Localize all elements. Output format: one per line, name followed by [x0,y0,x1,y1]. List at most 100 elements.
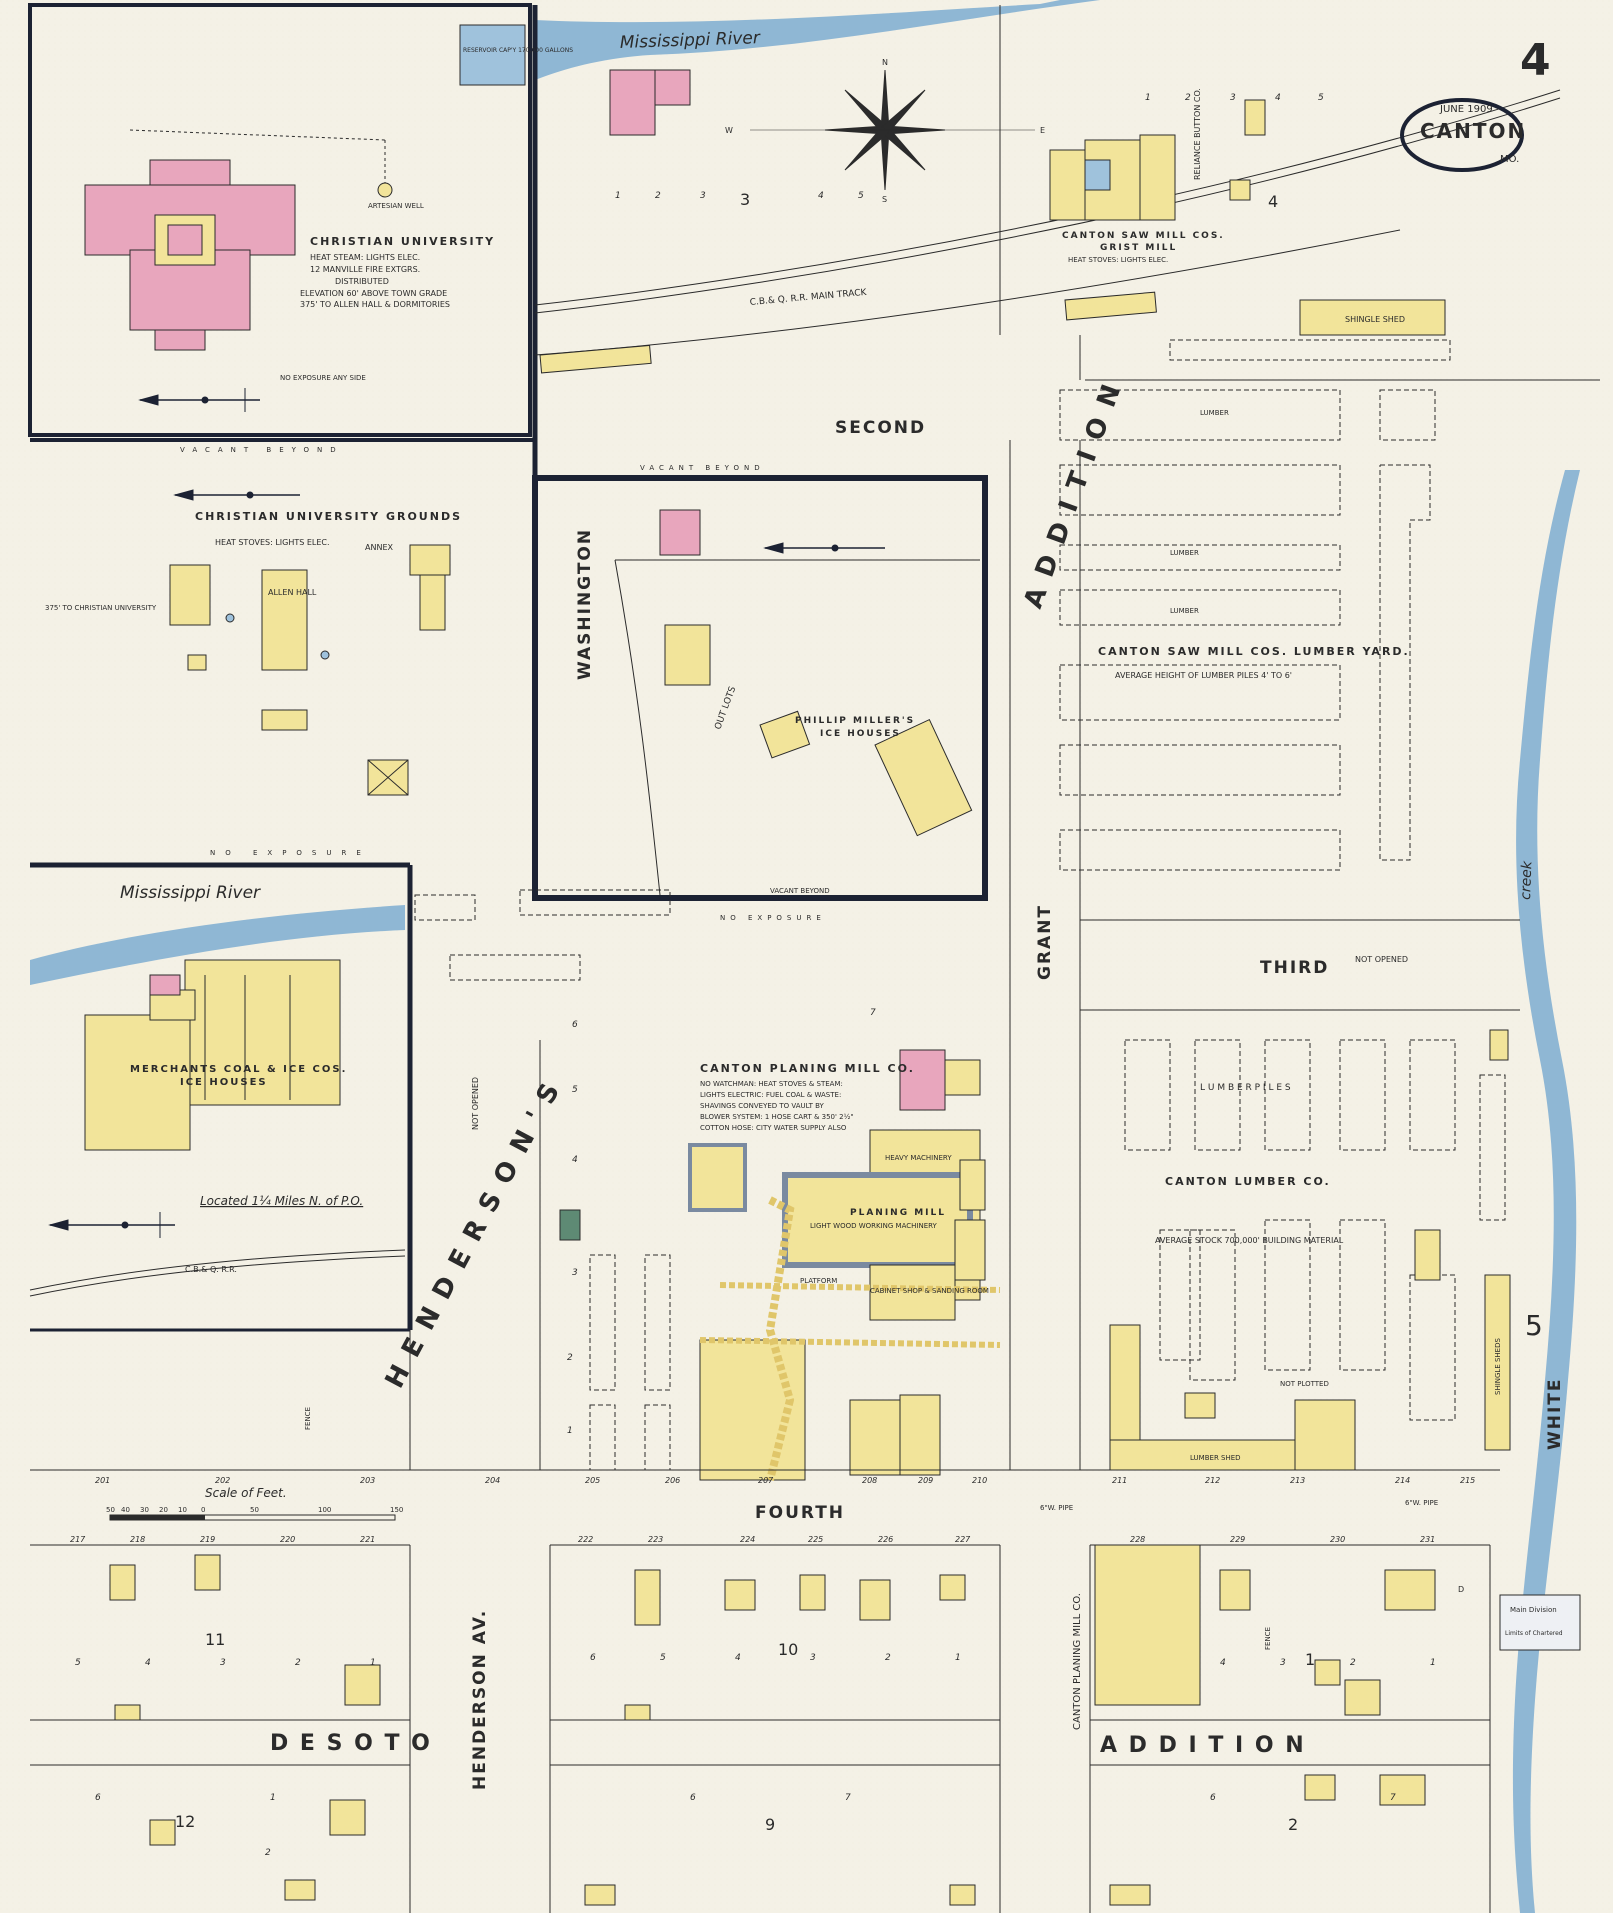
block-9: 9 [765,1815,775,1834]
artesian-well [377,182,393,198]
lumber-co-title: CANTON LUMBER CO. [1165,1175,1331,1188]
svg-text:227: 227 [955,1535,971,1544]
svg-text:223: 223 [648,1535,663,1544]
svg-text:5: 5 [1318,93,1324,103]
miller-inset: OUT LOTS PHILLIP MILLER'S ICE HOUSES VAC… [614,509,980,896]
miller-vacant: VACANT BEYOND [770,887,830,895]
svg-text:1: 1 [567,1426,573,1436]
creek-label-b: WHITE [1545,1377,1565,1450]
ice-title: MERCHANTS COAL & ICE COS. [130,1064,347,1075]
svg-text:7: 7 [870,1008,876,1018]
svg-text:212: 212 [1205,1476,1220,1485]
saw-mill-buildings [539,99,1446,374]
pipe-label-2: 6"W. PIPE [1405,1499,1438,1507]
svg-text:5: 5 [858,191,864,201]
svg-text:6: 6 [1210,1793,1216,1803]
north-arrow-3 [48,1212,175,1238]
saw-mill-label: CANTON SAW MILL COS. [1062,231,1225,241]
planing-mill-title: CANTON PLANING MILL CO. [700,1062,915,1075]
university-title: CHRISTIAN UNIVERSITY [310,235,495,248]
svg-text:4: 4 [735,1653,741,1663]
svg-text:50: 50 [250,1506,259,1514]
sheet-number: 4 [1520,35,1551,86]
pipe-label-1: 6"W. PIPE [1040,1504,1073,1512]
compass-s: S [882,195,887,204]
compass-e: E [1040,126,1045,135]
svg-text:6: 6 [95,1793,101,1803]
grist-mill-note: HEAT STOVES: LIGHTS ELEC. [1068,256,1168,264]
svg-text:3: 3 [810,1653,816,1663]
svg-text:217: 217 [70,1535,86,1544]
creek-label-a: creek [1518,860,1535,900]
vacant-beyond-label: VACANT BEYOND [640,464,765,472]
no-exposure-label: NO EXPOSURE [720,914,826,922]
lumber-piles-label: L U M B E R P I L E S [1200,1083,1291,1093]
svg-text:5: 5 [660,1653,666,1663]
henderson-lumber [414,889,671,1471]
svg-text:30: 30 [140,1506,149,1514]
street-third: THIRD [1260,958,1329,978]
stone-shed [559,1209,581,1241]
addition-bottom-label: A D D I T I O N [1100,1733,1306,1758]
planing-note-2: LIGHTS ELECTRIC: FUEL COAL & WASTE: [700,1091,841,1099]
street-washington: WASHINGTON [575,528,595,680]
heavy-machinery-label: HEAVY MACHINERY [885,1154,952,1162]
title-cartouche: JUNE 1909 CANTON MO. 4 [1400,35,1551,172]
svg-text:3: 3 [572,1268,578,1278]
svg-text:5: 5 [75,1658,81,1668]
third-not-opened: NOT OPENED [1355,955,1408,964]
svg-text:207: 207 [758,1476,774,1485]
platform-label: PLATFORM [800,1277,837,1285]
svg-text:40: 40 [121,1506,130,1514]
scale-title: Scale of Feet. [205,1486,287,1500]
svg-text:213: 213 [1290,1476,1305,1485]
block-3: 3 [740,190,750,209]
svg-text:225: 225 [808,1535,823,1544]
svg-text:1: 1 [1430,1658,1436,1668]
svg-text:201: 201 [95,1476,110,1485]
svg-text:221: 221 [360,1535,375,1544]
southern-dwellings [109,1544,1436,1906]
inset-frames [28,3,988,1332]
planing-mill-complex [688,1049,1001,1481]
svg-text:202: 202 [215,1476,230,1485]
svg-text:204: 204 [485,1476,500,1485]
svg-text:230: 230 [1330,1535,1345,1544]
svg-text:6: 6 [690,1793,696,1803]
svg-text:214: 214 [1395,1476,1410,1485]
reservoir-label: RESERVOIR CAP'Y 170,000 GALLONS [463,47,573,54]
de-soto-label: D E S O T O [270,1731,432,1756]
svg-text:50: 50 [106,1506,115,1514]
compass-n: N [882,58,888,67]
svg-text:4: 4 [818,191,824,201]
street-grant: GRANT [1035,904,1055,980]
svg-text:1: 1 [955,1653,961,1663]
svg-text:3: 3 [1280,1658,1286,1668]
svg-text:205: 205 [585,1476,600,1485]
svg-text:231: 231 [1420,1535,1435,1544]
light-wood-label: LIGHT WOOD WORKING MACHINERY [810,1222,938,1230]
svg-text:4: 4 [1275,93,1281,103]
shingle-sheds-label: SHINGLE SHEDS [1494,1338,1502,1396]
block-1: 1 [1305,1650,1315,1669]
svg-text:5: 5 [572,1085,578,1095]
svg-text:4: 4 [572,1155,578,1165]
grounds-annex: ANNEX [365,543,393,552]
university-inset: RESERVOIR CAP'Y 170,000 GALLONS ARTESIAN… [84,24,573,412]
scale-of-feet: Scale of Feet. 50 40 30 20 10 0 50 100 1… [106,1486,403,1521]
compass-rose: N S E W [725,58,1045,204]
lumber-label-1: LUMBER [1200,409,1229,417]
north-arrow-1 [138,388,260,412]
block-numbers: 3 4 11 10 1 12 9 2 [175,190,1315,1834]
planing-note-1: NO WATCHMAN: HEAT STOVES & STEAM: [700,1080,843,1088]
fence-label-2: FENCE [1264,1627,1272,1650]
svg-text:215: 215 [1460,1476,1475,1485]
svg-text:2: 2 [265,1848,271,1858]
svg-text:209: 209 [918,1476,933,1485]
svg-text:2: 2 [1185,93,1191,103]
cabinet-shop-label: CABINET SHOP & SANDING ROOM [870,1287,989,1295]
reliance-label: RELIANCE BUTTON CO. [1193,88,1202,180]
mississippi-river-inset [30,905,405,985]
university-note3: DISTRIBUTED [335,277,389,286]
canton-lumber-co: CANTON LUMBER CO. L U M B E R P I L E S … [1109,1029,1511,1471]
